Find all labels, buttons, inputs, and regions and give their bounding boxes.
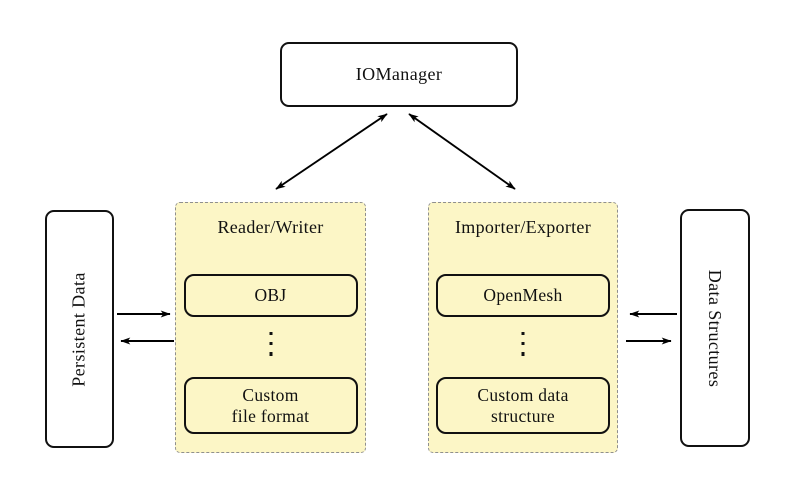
arrow-iomanager-importerexporter: [408, 113, 516, 190]
node-openmesh-label: OpenMesh: [483, 285, 563, 305]
node-data-structures-label: Data Structures: [705, 269, 726, 387]
node-persistent-data-label: Persistent Data: [69, 271, 90, 387]
node-obj-label: OBJ: [254, 285, 287, 305]
node-custom-data-structure-line2: structure: [491, 405, 555, 426]
vertical-ellipsis-icon: [521, 332, 525, 356]
node-custom-file-format-line2: file format: [231, 405, 310, 426]
node-data-structures: Data Structures: [680, 209, 750, 447]
node-custom-data-structure: Custom data structure: [436, 377, 610, 434]
node-custom-file-format-line1: Custom: [242, 384, 299, 405]
node-iomanager-label: IOManager: [355, 64, 443, 84]
group-reader-writer: Reader/Writer OBJ Custom file format: [175, 202, 366, 453]
group-importer-exporter-title: Importer/Exporter: [454, 217, 592, 237]
node-iomanager: IOManager: [280, 42, 518, 107]
node-custom-file-format: Custom file format: [183, 377, 358, 434]
node-custom-data-structure-line1: Custom data: [477, 384, 569, 405]
group-importer-exporter: Importer/Exporter OpenMesh Custom data s…: [428, 202, 618, 453]
node-openmesh: OpenMesh: [436, 274, 610, 317]
vertical-ellipsis-icon: [269, 332, 272, 356]
node-persistent-data: Persistent Data: [45, 210, 114, 448]
group-reader-writer-title: Reader/Writer: [217, 217, 324, 237]
arrow-iomanager-readerwriter: [275, 113, 388, 190]
node-obj: OBJ: [183, 274, 358, 317]
